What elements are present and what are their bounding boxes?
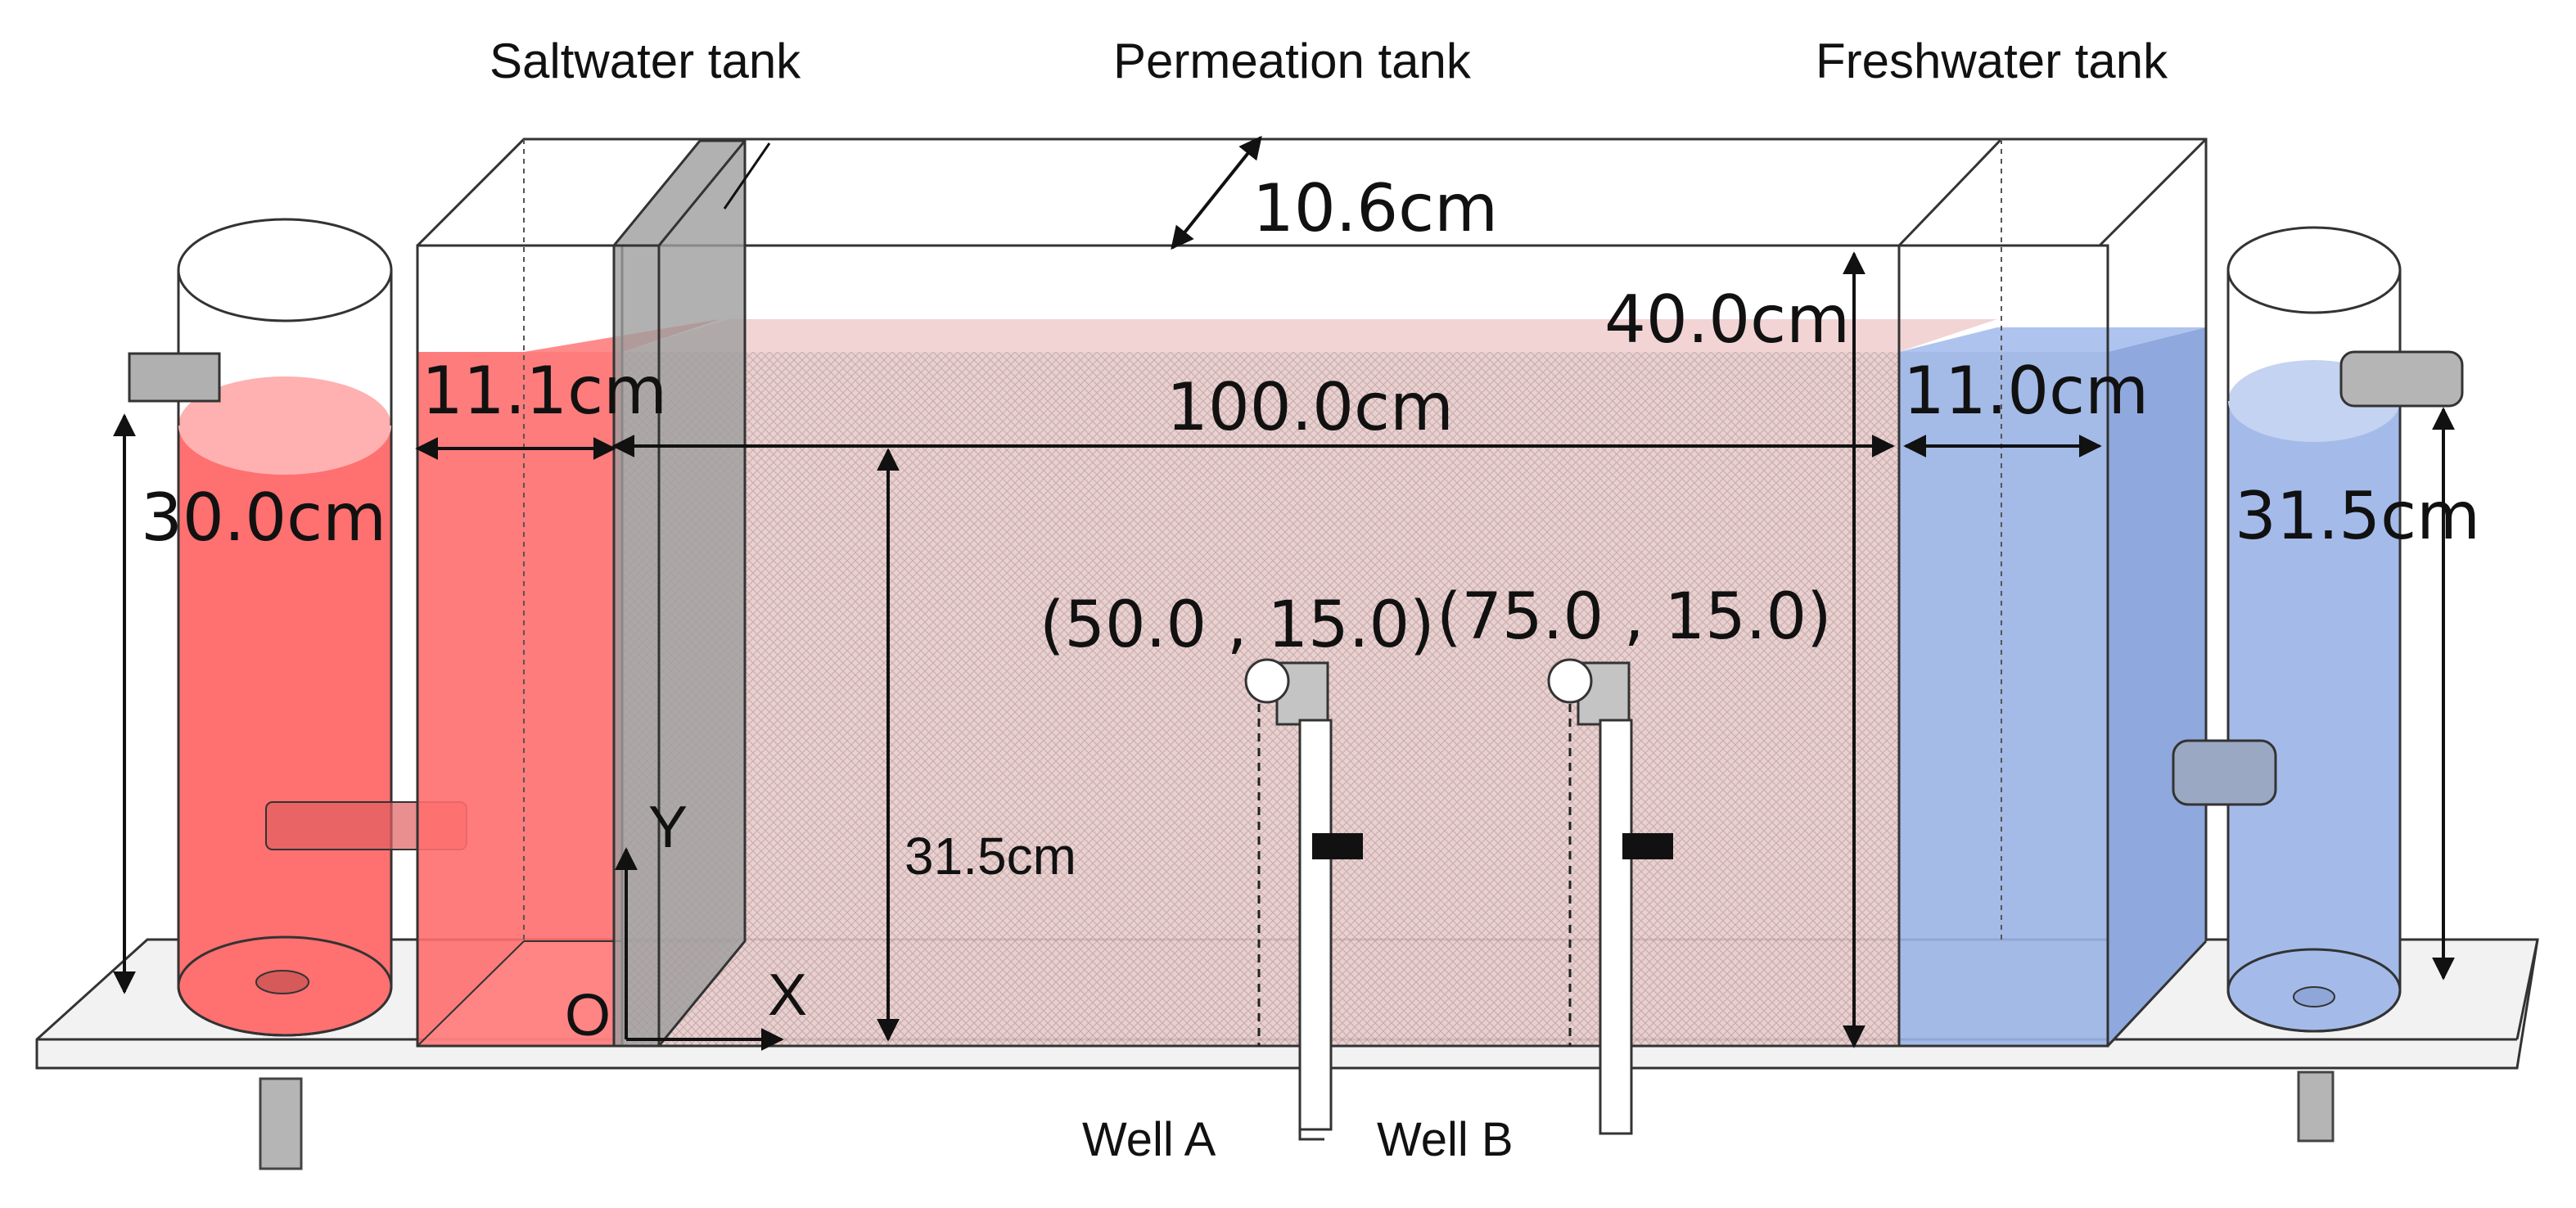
permeation-tank-label: Permeation tank	[1113, 34, 1472, 88]
saltwater-width-dimension-label: 11.1cm	[422, 353, 667, 429]
glass-divider	[612, 139, 771, 1048]
dimension-lines	[113, 135, 2455, 1048]
freshwater-tank	[1897, 137, 2208, 1048]
freshwater-width-dimension-label: 11.0cm	[1903, 353, 2149, 429]
well-a-coordinates: (50.0 , 15.0)	[1040, 588, 1435, 662]
origin-label: O	[565, 983, 611, 1048]
well-a-label: Well A	[1082, 1113, 1216, 1166]
axis-x-label: X	[768, 962, 807, 1028]
freshwater-tank-label: Freshwater tank	[1816, 34, 2168, 88]
platform-legs	[259, 1071, 2335, 1170]
well-a	[1244, 658, 1363, 1141]
saltwater-tank	[416, 137, 737, 1048]
salt-reservoir-head-label: 30.0cm	[141, 480, 386, 556]
water-level-dimension-label: 31.5cm	[905, 827, 1076, 886]
saltwater-reservoir	[128, 218, 467, 1037]
tank-length-dimension-label: 100.0cm	[1166, 369, 1454, 445]
saltwater-tank-label: Saltwater tank	[489, 34, 801, 88]
tank-height-dimension-label: 40.0cm	[1604, 282, 1850, 358]
fresh-reservoir-head-label: 31.5cm	[2235, 478, 2480, 554]
coordinate-axes	[615, 847, 784, 1051]
freshwater-reservoir	[2172, 226, 2464, 1033]
well-b	[1547, 658, 1673, 1135]
axis-y-label: Y	[648, 795, 688, 860]
depth-dimension-label: 10.6cm	[1252, 170, 1498, 246]
well-b-label: Well B	[1377, 1113, 1514, 1166]
well-b-coordinates: (75.0 , 15.0)	[1437, 580, 1832, 654]
